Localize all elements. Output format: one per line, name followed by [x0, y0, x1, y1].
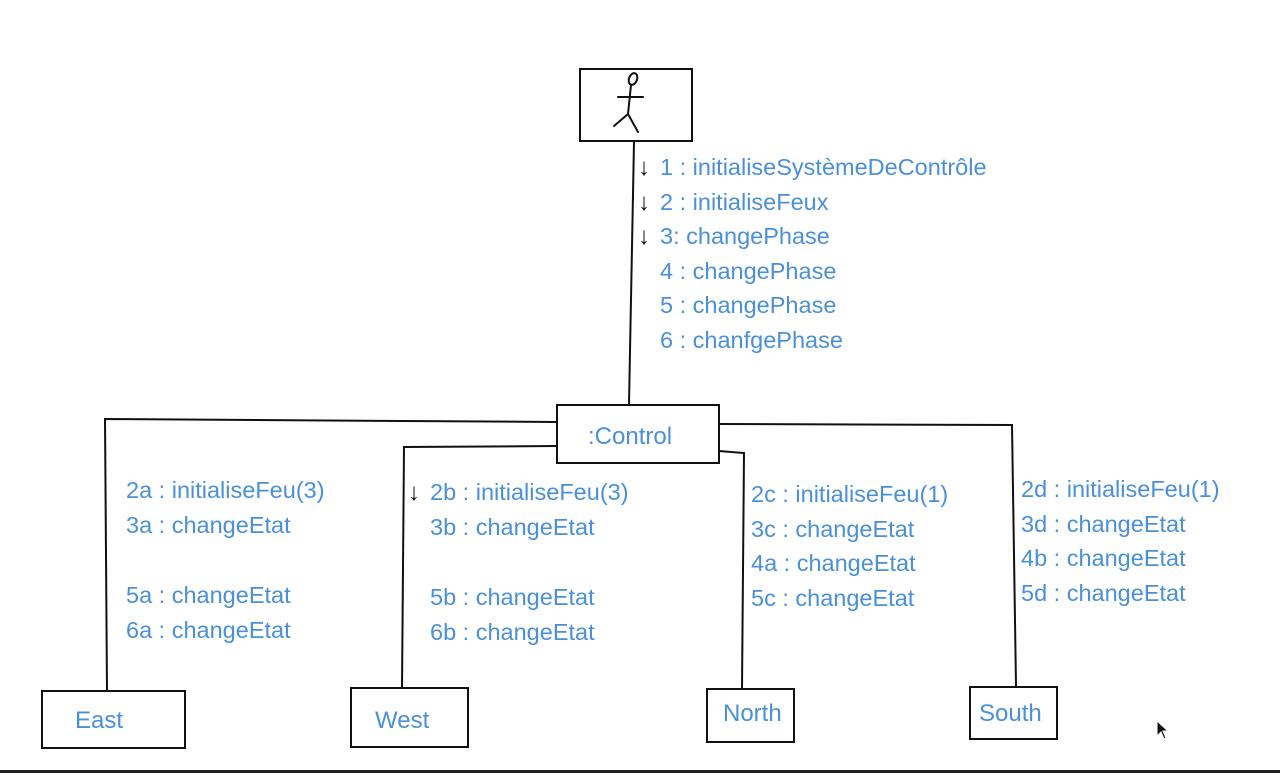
west-messages: ↓2b : initialiseFeu(3) 3b : changeEtat 5… — [408, 475, 629, 649]
control-south-link — [718, 423, 1017, 687]
actor-message: ↓1 : initialiseSystèmeDeContrôle — [638, 150, 987, 185]
east-label: East — [75, 707, 124, 734]
control-box: :Control — [556, 404, 720, 464]
mouse-pointer-icon — [1156, 720, 1170, 740]
south-message: 3d : changeEtat — [1021, 510, 1186, 537]
control-west-link — [401, 445, 558, 689]
actor-message: ↓3: changePhase — [638, 219, 987, 254]
actor-message: 5 : changePhase — [660, 292, 837, 318]
control-north-link — [718, 450, 746, 689]
east-message: 3a : changeEtat — [126, 511, 291, 538]
down-arrow-icon: ↓ — [638, 154, 650, 181]
west-message: 6b : changeEtat — [430, 618, 595, 645]
down-arrow-icon: ↓ — [638, 223, 650, 250]
actor-messages: ↓1 : initialiseSystèmeDeContrôle ↓2 : in… — [638, 150, 987, 357]
north-message: 2c : initialiseFeu(1) — [751, 481, 949, 507]
actor-box — [579, 68, 693, 142]
south-message: 4b : changeEtat — [1021, 545, 1186, 571]
control-east-link — [103, 417, 558, 691]
north-message: 5c : changeEtat — [751, 584, 915, 611]
down-arrow-icon: ↓ — [408, 479, 420, 506]
east-messages: 2a : initialiseFeu(3) 3a : changeEtat 5a… — [126, 473, 325, 647]
south-label: South — [979, 700, 1042, 727]
stick-figure-icon — [613, 72, 644, 133]
actor-control-link — [628, 141, 635, 405]
west-message: 5b : changeEtat — [430, 584, 595, 610]
east-message: 2a : initialiseFeu(3) — [126, 477, 325, 503]
bottom-divider — [0, 770, 1280, 773]
north-messages: 2c : initialiseFeu(1) 3c : changeEtat 4a… — [751, 477, 948, 615]
east-message: 6a : changeEtat — [126, 616, 291, 643]
actor-message: 6 : chanfgePhase — [660, 326, 843, 353]
east-box: East — [41, 690, 186, 749]
west-label: West — [375, 707, 430, 734]
north-message: 3c : changeEtat — [751, 515, 915, 542]
south-message: 2d : initialiseFeu(1) — [1021, 476, 1220, 502]
control-label: :Control — [588, 423, 673, 450]
east-message: 5a : changeEtat — [126, 582, 291, 608]
west-box: West — [350, 687, 469, 748]
south-message: 5d : changeEtat — [1021, 579, 1186, 606]
south-box: South — [969, 686, 1058, 740]
north-label: North — [723, 700, 782, 727]
west-message: ↓2b : initialiseFeu(3) — [408, 475, 629, 510]
actor-message: ↓2 : initialiseFeux — [638, 185, 987, 220]
north-message: 4a : changeEtat — [751, 550, 916, 576]
down-arrow-icon: ↓ — [638, 188, 650, 216]
west-message: 3b : changeEtat — [430, 513, 595, 540]
north-box: North — [706, 688, 795, 743]
south-messages: 2d : initialiseFeu(1) 3d : changeEtat 4b… — [1021, 472, 1220, 610]
actor-message: 4 : changePhase — [660, 257, 837, 284]
